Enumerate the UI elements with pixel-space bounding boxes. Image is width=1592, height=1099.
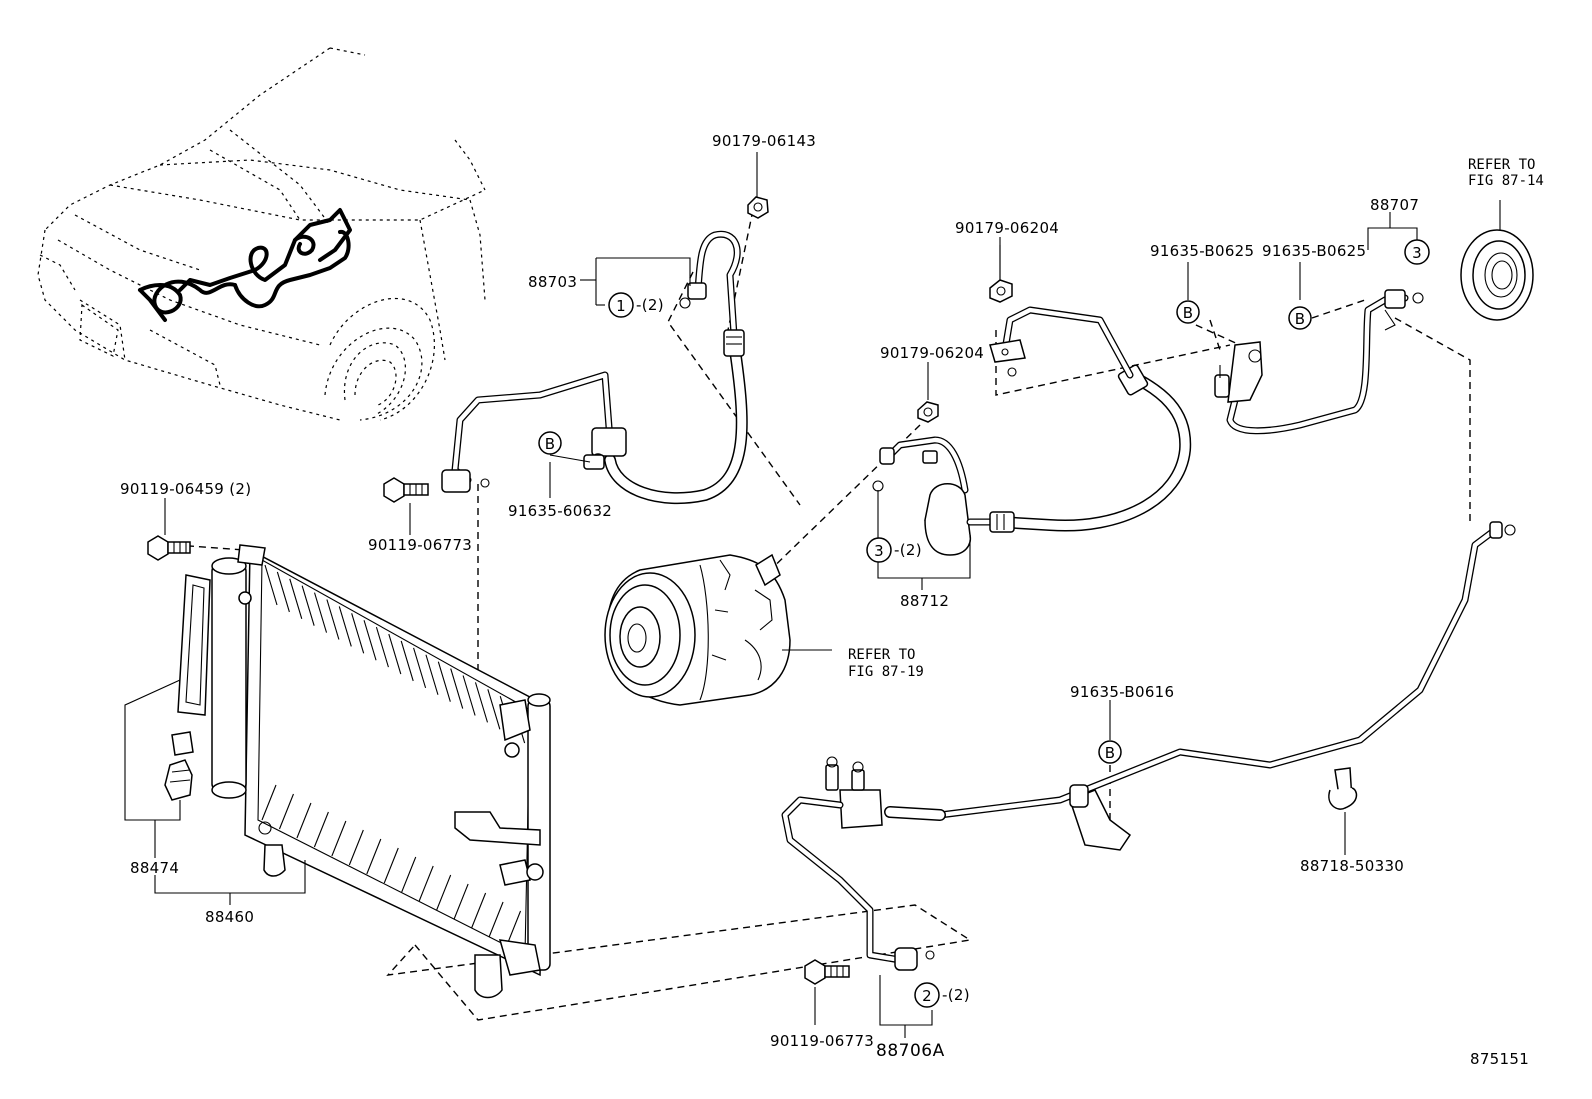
callout-3b-number: 3 bbox=[1412, 244, 1422, 262]
label-90179-06204-a[interactable]: 90179-06204 bbox=[955, 219, 1059, 237]
label-88707[interactable]: 88707 bbox=[1370, 196, 1419, 214]
label-88706a[interactable]: 88706A bbox=[876, 1041, 945, 1061]
label-91635-b0625-a[interactable]: 91635-B0625 bbox=[1150, 242, 1254, 260]
bolt-90119-06459-icon[interactable] bbox=[147, 535, 191, 561]
hose-88703[interactable] bbox=[441, 230, 748, 504]
label-88460[interactable]: 88460 bbox=[205, 908, 254, 926]
callout-1-number: 1 bbox=[616, 297, 626, 315]
clip-88718-50330-icon[interactable] bbox=[1328, 767, 1358, 855]
bolt-90119-06773-a-icon[interactable] bbox=[383, 477, 429, 503]
b-marker-2: B bbox=[1176, 300, 1200, 324]
label-88718-50330[interactable]: 88718-50330 bbox=[1300, 857, 1404, 875]
ref-fig-87-19-line1[interactable]: REFER TO bbox=[848, 647, 915, 663]
label-91635-b0625-b[interactable]: 91635-B0625 bbox=[1262, 242, 1366, 260]
vehicle-front-illustration bbox=[37, 47, 486, 421]
callout-2: 2 -(2) bbox=[914, 982, 970, 1008]
callout-3a-qty: -(2) bbox=[894, 541, 922, 559]
leader-lines bbox=[124, 152, 1501, 1038]
nut-90179-06143-icon[interactable] bbox=[747, 196, 769, 219]
callout-3b: 3 bbox=[1404, 239, 1430, 265]
seal-ring-icon bbox=[1460, 229, 1534, 321]
b-marker-1-text: B bbox=[545, 435, 556, 453]
ref-fig-87-19-line2[interactable]: FIG 87-19 bbox=[848, 664, 924, 680]
b-marker-1: B bbox=[538, 431, 562, 455]
nut-90179-06204-b-icon[interactable] bbox=[917, 401, 939, 423]
b-marker-2-text: B bbox=[1183, 304, 1194, 322]
label-88712[interactable]: 88712 bbox=[900, 592, 949, 610]
b-marker-3: B bbox=[1288, 306, 1312, 330]
label-91635-b0616[interactable]: 91635-B0616 bbox=[1070, 683, 1174, 701]
label-90119-06773-a[interactable]: 90119-06773 bbox=[368, 536, 472, 554]
callout-2-number: 2 bbox=[922, 987, 932, 1005]
ref-fig-87-14-line1[interactable]: REFER TO bbox=[1468, 157, 1535, 173]
label-90179-06204-b[interactable]: 90179-06204 bbox=[880, 344, 984, 362]
bolt-90119-06773-b-icon[interactable] bbox=[804, 959, 850, 985]
label-91635-60632[interactable]: 91635-60632 bbox=[508, 502, 612, 520]
condenser-88460[interactable] bbox=[211, 544, 551, 999]
callout-3a: 3 -(2) bbox=[866, 537, 922, 563]
label-88703[interactable]: 88703 bbox=[528, 273, 577, 291]
label-88474[interactable]: 88474 bbox=[130, 859, 179, 877]
part-labels: 90179-06143 88703 90179-06204 90179-0620… bbox=[120, 132, 1544, 1068]
seal-88474-icon[interactable] bbox=[164, 574, 211, 801]
callout-1: 1 -(2) bbox=[608, 292, 664, 318]
label-90119-06459[interactable]: 90119-06459 (2) bbox=[120, 480, 251, 498]
pipe-88707[interactable] bbox=[1214, 289, 1424, 435]
b-marker-4: B bbox=[1098, 740, 1122, 764]
label-90119-06773-b[interactable]: 90119-06773 bbox=[770, 1032, 874, 1050]
callout-3a-number: 3 bbox=[874, 542, 884, 560]
callout-1-qty: -(2) bbox=[636, 296, 664, 314]
b-marker-3-text: B bbox=[1295, 310, 1306, 328]
ref-fig-87-14-line2[interactable]: FIG 87-14 bbox=[1468, 173, 1544, 189]
callout-2-qty: -(2) bbox=[942, 986, 970, 1004]
diagram-number: 875151 bbox=[1470, 1050, 1529, 1068]
nut-90179-06204-a-icon[interactable] bbox=[989, 279, 1013, 303]
compressor-icon[interactable] bbox=[604, 553, 832, 706]
liquid-pipe[interactable] bbox=[781, 521, 1516, 971]
pipe-88712[interactable] bbox=[872, 306, 1192, 556]
label-90179-06143[interactable]: 90179-06143 bbox=[712, 132, 816, 150]
b-marker-4-text: B bbox=[1105, 744, 1116, 762]
condenser-fins bbox=[261, 564, 539, 956]
